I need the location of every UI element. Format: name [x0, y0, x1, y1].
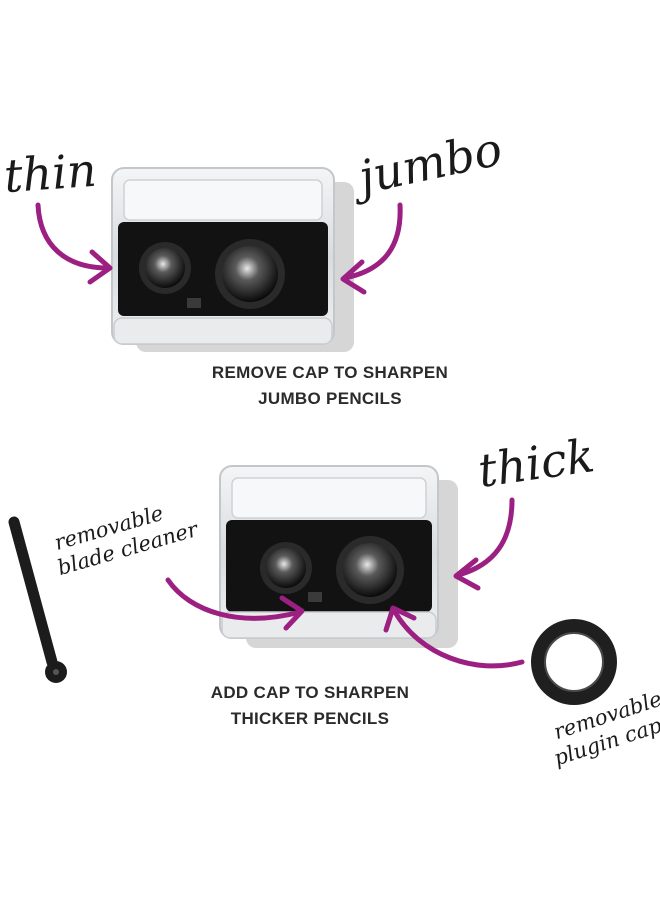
- arrow-icon: [340, 259, 367, 295]
- top-caption: REMOVE CAP TO SHARPEN JUMBO PENCILS: [0, 360, 660, 412]
- plugin-cap-image: [531, 619, 617, 705]
- bottom-caption: ADD CAP TO SHARPEN THICKER PENCILS: [0, 680, 620, 732]
- arrow-icon: [87, 249, 113, 285]
- arrow-icon: [342, 202, 403, 281]
- top-caption-line2: JUMBO PENCILS: [258, 389, 402, 408]
- arrow-icon: [455, 497, 515, 578]
- arrow-icon: [383, 605, 417, 633]
- bottom-caption-line1: ADD CAP TO SHARPEN: [210, 683, 410, 702]
- thin-label: thin: [2, 142, 99, 204]
- arrow-icon: [165, 577, 303, 621]
- bottom-caption-line2: THICKER PENCILS: [230, 709, 390, 728]
- arrow-icon: [35, 202, 111, 271]
- blade-cleaner-image: [8, 516, 67, 683]
- bottom-pencil-sharpener-image: [219, 465, 458, 648]
- top-caption-line1: REMOVE CAP TO SHARPEN: [211, 363, 449, 382]
- arrow-icon: [392, 609, 525, 669]
- arrow-icon: [279, 595, 305, 631]
- arrow-icon: [453, 557, 481, 591]
- top-pencil-sharpener-image: [111, 167, 354, 352]
